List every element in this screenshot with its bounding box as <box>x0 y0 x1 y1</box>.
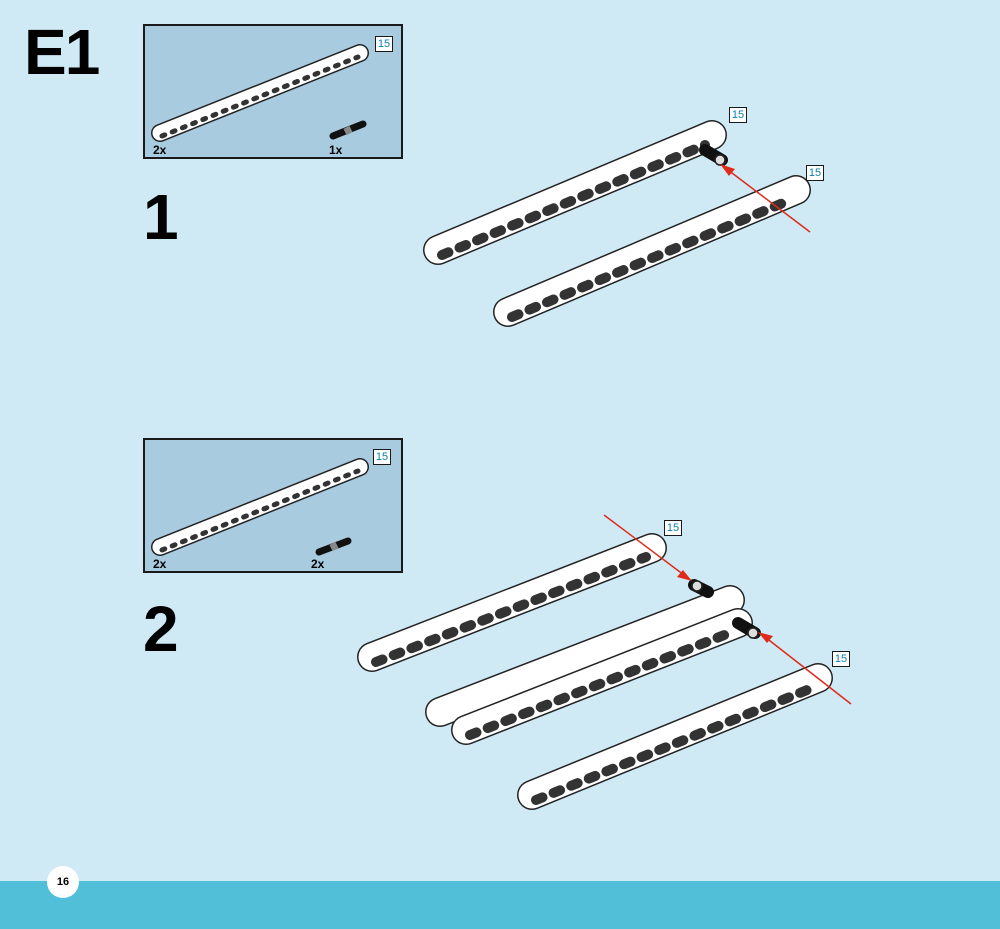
beam-illustration <box>493 175 811 327</box>
beam-length-badge: 15 <box>729 107 747 123</box>
parts-list-step-1: 15 2x 1x <box>143 24 403 159</box>
beam-illustration <box>517 663 833 810</box>
beam-length-badge: 15 <box>664 520 682 536</box>
beam-length-badge: 15 <box>373 449 391 465</box>
beam-length-badge: 15 <box>375 36 393 52</box>
parts-list-step-2: 15 2x 2x <box>143 438 403 573</box>
insertion-arrow <box>603 514 692 581</box>
page-number: 16 <box>47 866 79 898</box>
step-number-1: 1 <box>143 181 179 253</box>
parts-illustration-step-2 <box>151 458 369 556</box>
beam-illustration <box>451 608 753 745</box>
connector-pin-illustration <box>688 579 714 598</box>
insertion-arrow <box>758 632 852 705</box>
insertion-arrow <box>720 164 811 233</box>
step-number-2: 2 <box>143 593 179 665</box>
beam-part-icon <box>151 44 369 142</box>
beam-length-badge: 15 <box>832 651 850 667</box>
beam-illustration <box>425 585 745 727</box>
beam-length-badge: 15 <box>806 165 824 181</box>
pin-part-icon <box>315 537 352 556</box>
beam-quantity: 2x <box>153 143 167 157</box>
beam-illustration <box>357 533 667 672</box>
pin-quantity: 2x <box>311 557 325 571</box>
parts-illustration-step-1 <box>151 44 369 142</box>
pin-quantity: 1x <box>329 143 343 157</box>
connector-pin-illustration <box>699 144 728 166</box>
connector-pin-illustration <box>732 617 761 639</box>
footer-band <box>0 881 1000 929</box>
beam-quantity: 2x <box>153 557 167 571</box>
section-title: E1 <box>24 16 100 88</box>
pin-part-icon <box>329 120 367 140</box>
beam-illustration <box>423 120 727 265</box>
beam-part-icon <box>151 458 369 556</box>
